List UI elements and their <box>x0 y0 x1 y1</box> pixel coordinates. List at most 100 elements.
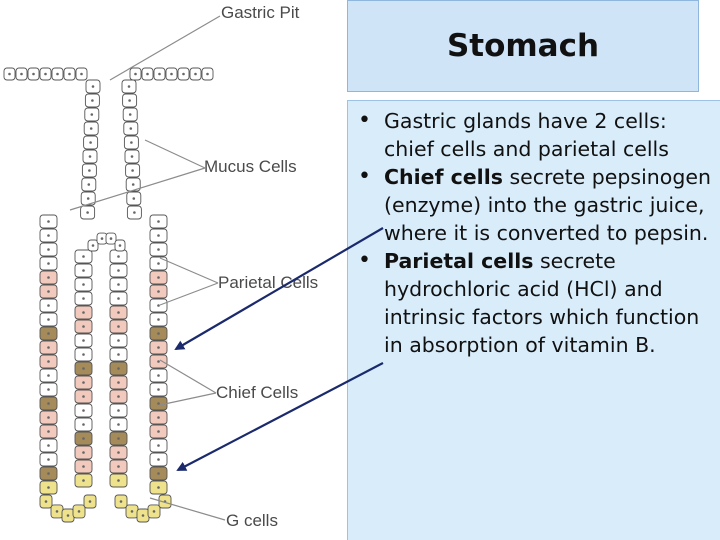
cell-nucleus <box>82 479 85 482</box>
cell-nucleus <box>82 353 85 356</box>
cell-nucleus <box>47 472 50 475</box>
cell-nucleus <box>82 297 85 300</box>
chief-cells-pointer <box>159 359 217 394</box>
cell-nucleus <box>117 269 120 272</box>
gastric-pit-label: Gastric Pit <box>221 3 300 22</box>
cell-nucleus <box>55 510 59 513</box>
cell-nucleus <box>82 255 85 258</box>
gastric-pit-pointer <box>109 15 221 81</box>
cell-nucleus <box>8 72 11 76</box>
gland-cells <box>3 67 214 523</box>
cell-nucleus <box>47 430 50 433</box>
cell-nucleus <box>117 409 120 412</box>
cell-nucleus <box>117 423 120 426</box>
cell-nucleus <box>47 346 50 349</box>
cell-nucleus <box>157 248 160 251</box>
cell-nucleus <box>206 72 209 76</box>
cell-nucleus <box>157 458 160 461</box>
cell-nucleus <box>157 388 160 391</box>
cell-nucleus <box>157 360 160 363</box>
cell-nucleus <box>44 500 48 503</box>
bullet-text-box: Gastric glands have 2 cells: chief cells… <box>347 100 720 540</box>
cell-nucleus <box>77 510 81 513</box>
cell-nucleus <box>47 332 50 335</box>
cell-nucleus <box>47 234 50 237</box>
cell-nucleus <box>157 290 160 293</box>
cell-nucleus <box>47 458 50 461</box>
cell-nucleus <box>117 479 120 482</box>
bullet-text: secrete hydrochloric acid (HCl) and intr… <box>384 249 700 357</box>
cell-nucleus <box>20 72 23 76</box>
cell-nucleus <box>91 85 95 88</box>
cell-nucleus <box>132 197 136 200</box>
cell-nucleus <box>117 451 120 454</box>
cell-nucleus <box>117 395 120 398</box>
cell-nucleus <box>182 72 185 76</box>
cell-nucleus <box>56 72 59 76</box>
cell-nucleus <box>68 72 71 76</box>
parietal-cells-label: Parietal Cells <box>218 273 319 292</box>
chief-cells-label: Chief Cells <box>216 383 299 402</box>
cell-nucleus <box>82 465 85 468</box>
cell-nucleus <box>88 155 92 158</box>
cell-nucleus <box>170 72 173 76</box>
bullet-list: Gastric glands have 2 cells: chief cells… <box>348 101 720 359</box>
cell-nucleus <box>130 141 133 144</box>
cell-nucleus <box>47 402 50 405</box>
cell-nucleus <box>133 211 136 214</box>
cell-nucleus <box>117 339 120 342</box>
bullet-text: Gastric glands have 2 cells: chief cells… <box>384 109 669 161</box>
cell-nucleus <box>91 244 95 247</box>
cell-nucleus <box>157 304 160 307</box>
cell-nucleus <box>117 367 120 370</box>
cell-nucleus <box>47 248 50 251</box>
cell-nucleus <box>117 353 120 356</box>
cell-nucleus <box>194 72 197 76</box>
cell-nucleus <box>157 430 160 433</box>
parietal-cells-pointer-2 <box>159 282 219 306</box>
mucus-cells-label: Mucus Cells <box>204 157 297 176</box>
cell-nucleus <box>118 244 122 247</box>
cell-nucleus <box>117 381 120 384</box>
slide-title: Stomach <box>446 28 600 64</box>
cell-nucleus <box>86 197 90 200</box>
cell-nucleus <box>82 409 85 412</box>
cell-nucleus <box>157 220 160 223</box>
cell-nucleus <box>82 325 85 328</box>
bullet-item-gastric-glands: Gastric glands have 2 cells: chief cells… <box>358 107 714 163</box>
g-cells-label: G cells <box>226 511 278 530</box>
cell-nucleus <box>157 374 160 377</box>
mucus-cells-pointer-2 <box>69 167 206 211</box>
chief-cells-pointer-2 <box>159 392 217 406</box>
cell-nucleus <box>82 269 85 272</box>
cell-nucleus <box>47 444 50 447</box>
cell-nucleus <box>117 297 120 300</box>
cell-nucleus <box>157 402 160 405</box>
cell-nucleus <box>117 255 120 258</box>
cell-nucleus <box>90 113 94 116</box>
cell-nucleus <box>131 183 135 186</box>
cell-nucleus <box>157 486 160 489</box>
bullet-item-parietal-cells: Parietal cells secrete hydrochloric acid… <box>358 247 714 359</box>
cell-nucleus <box>152 510 156 513</box>
cell-nucleus <box>87 183 91 186</box>
cell-nucleus <box>47 374 50 377</box>
cell-nucleus <box>131 169 134 172</box>
cell-nucleus <box>82 437 85 440</box>
bullet-item-chief-cells: Chief cells secrete pepsinogen (enzyme) … <box>358 163 714 247</box>
cell-nucleus <box>47 304 50 307</box>
cell-nucleus <box>130 155 134 158</box>
cell-nucleus <box>134 72 137 76</box>
cell-nucleus <box>82 311 85 314</box>
cell-nucleus <box>117 465 120 468</box>
g-cells-pointer <box>149 497 226 521</box>
cell-nucleus <box>88 500 92 503</box>
cell-nucleus <box>117 325 120 328</box>
cell-nucleus <box>89 141 92 144</box>
cell-nucleus <box>47 388 50 391</box>
cell-nucleus <box>32 72 35 76</box>
bullet-text: secrete pepsinogen (enzyme) into the gas… <box>384 165 711 245</box>
cell-nucleus <box>66 514 70 517</box>
cell-nucleus <box>47 262 50 265</box>
cell-nucleus <box>47 486 50 489</box>
